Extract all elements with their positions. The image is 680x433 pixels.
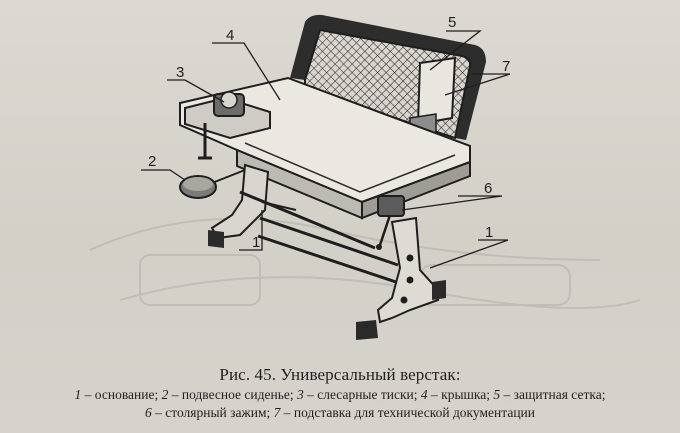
legend-text-2: – подвесное сиденье; [168, 387, 297, 402]
workbench-illustration: 4 3 2 1 5 7 6 1 [89, 14, 641, 340]
callout-label-2: 2 [148, 153, 156, 170]
callout-label-7: 7 [502, 58, 510, 75]
callout-label-6: 6 [484, 180, 492, 197]
legend-text-4: – крышка; [427, 387, 494, 402]
callout-label-4: 4 [226, 27, 234, 44]
legend-number-5: 5 [493, 387, 501, 402]
figure-caption: Рис. 45. Универсальный верстак: 1 – осно… [0, 364, 680, 422]
legend-number-6: 6 [144, 405, 152, 420]
joinery-clamp [376, 195, 405, 250]
callout-label-3: 3 [176, 64, 184, 81]
left-base [208, 163, 297, 248]
legend-text-1: – основание; [81, 387, 162, 402]
bench-vise [184, 91, 271, 160]
legend-number-7: 7 [273, 405, 281, 420]
legend-number-3: 3 [297, 387, 304, 402]
stretcher-bars [239, 190, 399, 284]
right-base [356, 216, 446, 340]
legend-text-3: – слесарные тиски; [303, 387, 421, 402]
hanging-seat [179, 169, 246, 199]
background-faint-drawing [89, 217, 641, 309]
caption-legend-line-2: 6 – столярный зажим; 7 – подставка для т… [0, 404, 680, 422]
legend-text-5: – защитная сетка; [500, 387, 606, 402]
legend-number-4: 4 [420, 387, 428, 402]
legend-text-7: – подставка для технической документации [280, 405, 535, 420]
callout-label-5: 5 [448, 14, 456, 31]
callout-leader-lines [141, 30, 511, 269]
callout-label-1-left: 1 [252, 234, 260, 251]
caption-legend-line-1: 1 – основание; 2 – подвесное сиденье; 3 … [0, 386, 680, 404]
callout-label-1-right: 1 [485, 224, 493, 241]
legend-number-2: 2 [161, 387, 169, 402]
caption-title: Рис. 45. Универсальный верстак: [219, 365, 461, 384]
legend-text-6: – столярный зажим; [151, 405, 274, 420]
legend-number-1: 1 [74, 387, 82, 402]
